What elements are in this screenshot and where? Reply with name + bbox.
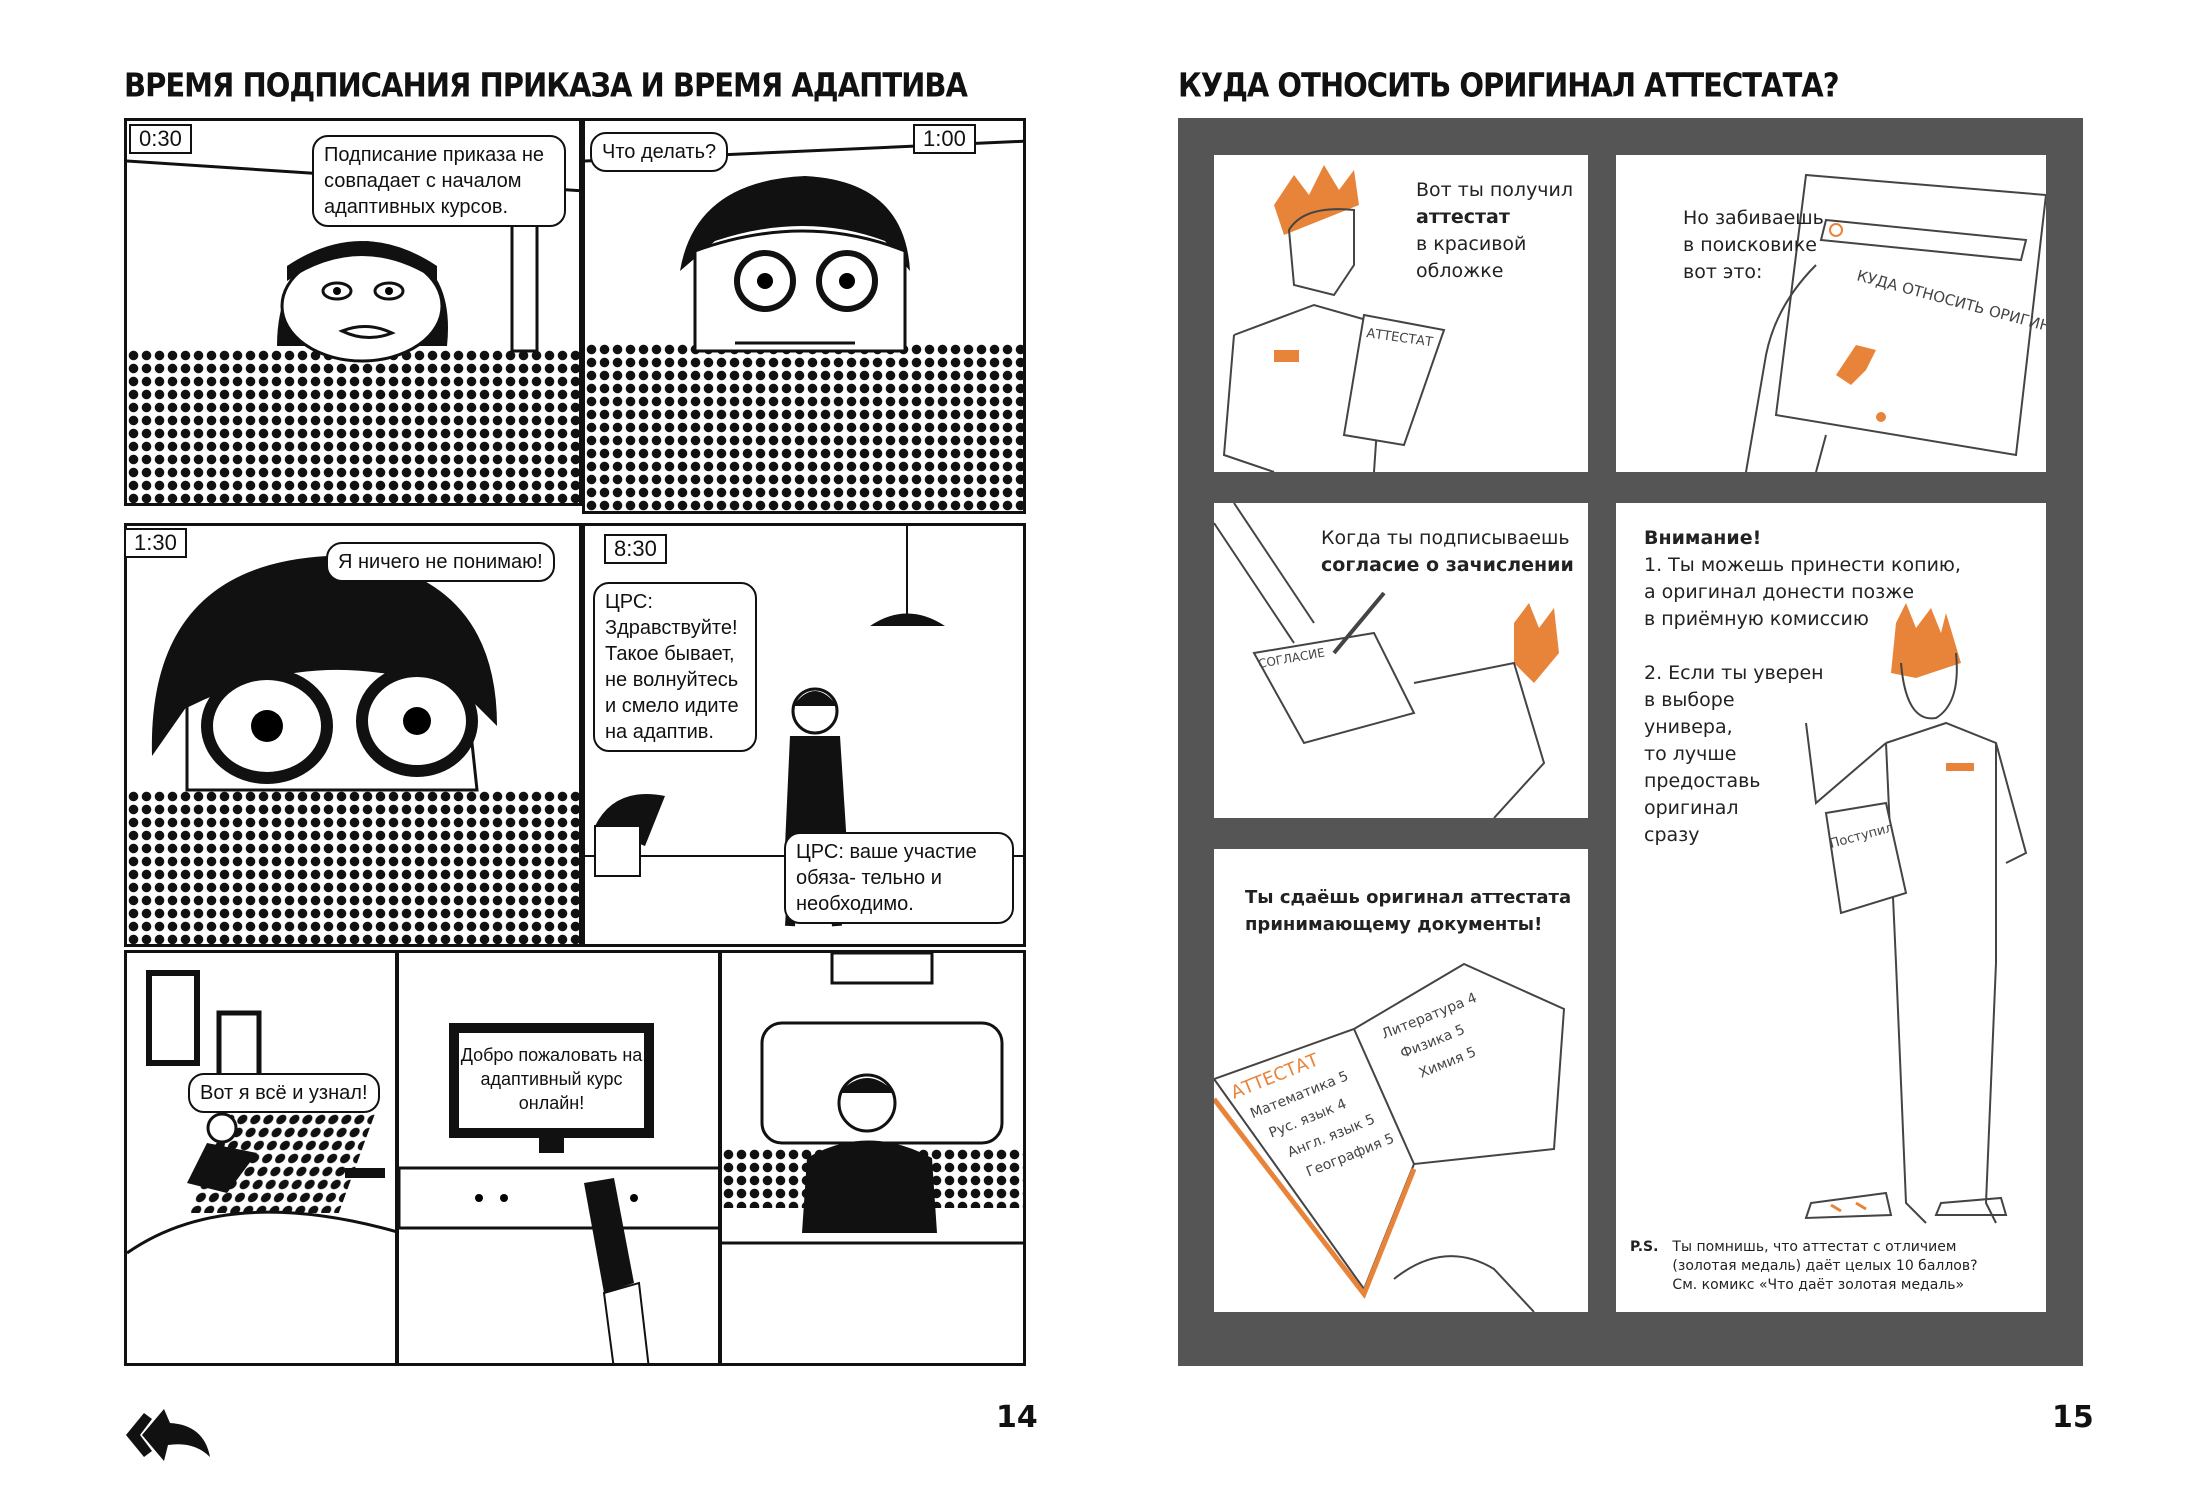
attention-text: Внимание! 1. Ты можешь принести копию, а… — [1644, 525, 1961, 849]
ps-label: P.S. — [1630, 1239, 1659, 1255]
bedroom-scene-illustration — [127, 970, 395, 1255]
caption-bold: аттестат — [1416, 206, 1510, 228]
ps-line: (золотая медаль) даёт целых 10 баллов? — [1672, 1258, 1978, 1274]
caption-line: Когда ты подписываешь — [1321, 527, 1570, 549]
left-page-title: ВРЕМЯ ПОДПИСАНИЯ ПРИКАЗА И ВРЕМЯ АДАПТИВ… — [124, 65, 968, 105]
caption-line: вот это: — [1683, 261, 1763, 283]
list-item: в приёмную комиссию — [1644, 608, 1869, 630]
list-item: предоставь — [1644, 770, 1761, 792]
comic-panel-6: Добро пожаловать на адаптивный курс онла… — [396, 950, 721, 1366]
speech-bubble: Что делать? — [590, 132, 729, 172]
bed-scene-illustration — [722, 953, 1023, 1245]
tv-scene-illustration — [399, 1023, 718, 1363]
speech-bubble: Вот я всё и узнал! — [188, 1073, 380, 1113]
halftone-pattern — [585, 343, 1023, 511]
caption-bold: согласие о зачислении — [1321, 554, 1574, 576]
hand-holding-tablet-illustration: КУДА ОТНОСИТЬ ОРИГИНАЛ АТТЕСТАТА? — [1745, 173, 2046, 472]
right-page-title: КУДА ОТНОСИТЬ ОРИГИНАЛ АТТЕСТАТА? — [1178, 65, 1840, 105]
panel-caption: Но забиваешь в поисковике вот это: — [1683, 205, 1824, 286]
page-number-right: 15 — [2052, 1400, 2094, 1435]
speech-bubble: ЦРС: Здравствуйте! Такое бывает, не волн… — [593, 582, 757, 752]
list-item: а оригинал донести позже — [1644, 581, 1915, 603]
list-item: 2. Если ты уверен — [1644, 662, 1824, 684]
timestamp-label: 8:30 — [604, 534, 667, 564]
ps-note: P.S. Ты помнишь, что аттестат с отличием… — [1630, 1238, 1978, 1295]
back-arrow-button[interactable] — [124, 1405, 214, 1469]
boy-with-folder-illustration: Поступил — [1804, 603, 2028, 1224]
tv-screen-text: Добро пожаловать на адаптивный курс онла… — [460, 1045, 643, 1113]
halftone-pattern — [127, 349, 579, 503]
caption-line: Ты сдаёшь оригинал аттестата — [1245, 887, 1572, 908]
comic-panel-3 — [124, 523, 582, 947]
attention-heading: Внимание! — [1644, 527, 1762, 549]
character-face-illustration — [127, 159, 579, 363]
halftone-pattern — [127, 790, 579, 944]
comic-panel-search: КУДА ОТНОСИТЬ ОРИГИНАЛ АТТЕСТАТА? Но заб… — [1616, 155, 2046, 472]
list-item: универа, — [1644, 716, 1733, 738]
list-item: сразу — [1644, 824, 1700, 846]
comic-panel-consent: СОГЛАСИЕ Когда ты подписываешь согласие … — [1214, 503, 1588, 818]
speech-bubble: Подписание приказа не совпадает с начало… — [312, 135, 566, 227]
list-item: в выборе — [1644, 689, 1735, 711]
panel-caption: Вот ты получил аттестат в красивой облож… — [1416, 177, 1573, 285]
comic-panel-received-certificate: АТТЕСТАТ Вот ты получил аттестат в краси… — [1214, 155, 1588, 472]
panel-caption: Когда ты подписываешь согласие о зачисле… — [1321, 525, 1574, 579]
caption-line: в красивой — [1416, 233, 1527, 255]
ps-line: Ты помнишь, что аттестат с отличием — [1672, 1239, 1957, 1255]
comic-panel-submit-original: АТТЕСТАТ Математика 5 Рус. язык 4 Англ. … — [1214, 849, 1588, 1312]
double-chevron-back-arrow-icon — [126, 1409, 210, 1461]
caption-line: Но забиваешь — [1683, 207, 1824, 229]
boy-holding-certificate-illustration: АТТЕСТАТ — [1222, 165, 1446, 472]
signing-consent-illustration: СОГЛАСИЕ — [1214, 503, 1559, 818]
list-item: то лучше — [1644, 743, 1737, 765]
speech-bubble: Я ничего не понимаю! — [326, 542, 555, 582]
open-certificate-book-illustration: АТТЕСТАТ Математика 5 Рус. язык 4 Англ. … — [1214, 962, 1566, 1312]
list-item: 1. Ты можешь принести копию, — [1644, 554, 1961, 576]
timestamp-label: 1:30 — [124, 528, 187, 558]
list-item: оригинал — [1644, 797, 1739, 819]
caption-line: в поисковике — [1683, 234, 1817, 256]
character-face-illustration — [585, 139, 1023, 353]
comic-panel-7 — [719, 950, 1026, 1366]
panel-caption: Ты сдаёшь оригинал аттестата принимающем… — [1245, 884, 1571, 938]
comic-panel-attention: Поступил Внимание! 1. Ты можешь принести… — [1616, 503, 2046, 1312]
speech-bubble: ЦРС: ваше участие обяза- тельно и необхо… — [784, 832, 1014, 924]
caption-line: Вот ты получил — [1416, 179, 1574, 201]
page-number-left: 14 — [996, 1400, 1038, 1435]
timestamp-label: 1:00 — [913, 124, 976, 154]
character-face-illustration — [151, 556, 497, 792]
ps-line: См. комикс «Что даёт золотая медаль» — [1672, 1277, 1965, 1293]
caption-line: принимающему документы! — [1245, 914, 1543, 935]
timestamp-label: 0:30 — [129, 124, 192, 154]
caption-line: обложке — [1416, 260, 1504, 282]
comic-panel-2 — [582, 118, 1026, 514]
comic-panel-5 — [124, 950, 398, 1366]
